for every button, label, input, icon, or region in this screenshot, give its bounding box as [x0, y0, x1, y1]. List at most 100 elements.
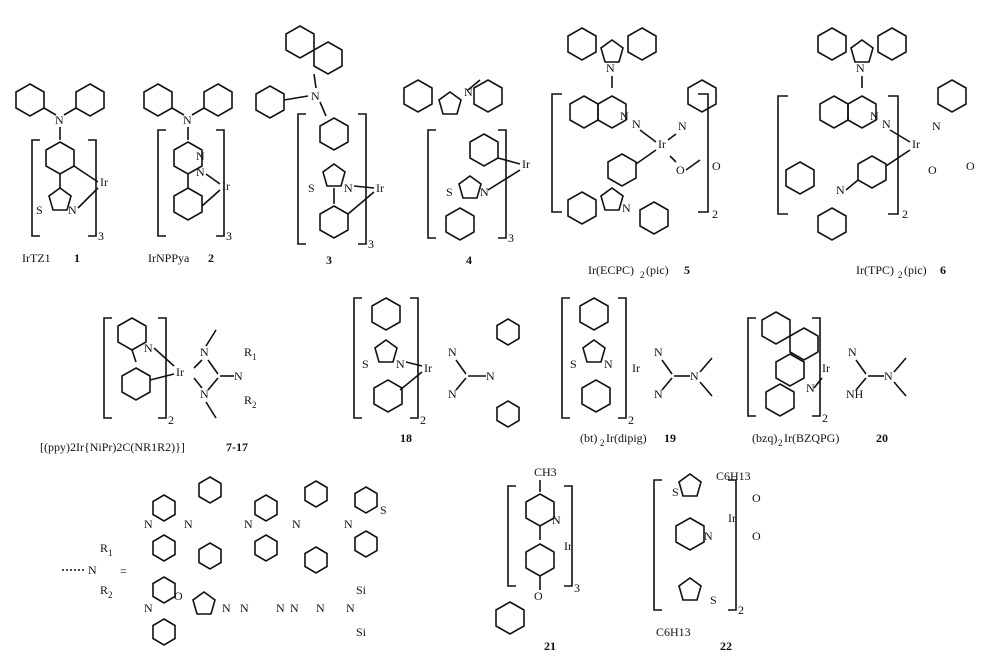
compound-3: N S N Ir 3 3	[255, 25, 384, 267]
svg-text:Ir(TPC): Ir(TPC)	[856, 263, 894, 277]
svg-text:Ir: Ir	[176, 365, 184, 379]
svg-text:=: =	[120, 564, 127, 578]
svg-text:N: N	[183, 113, 192, 127]
svg-text:2: 2	[600, 438, 605, 448]
svg-text:Ir: Ir	[564, 539, 572, 553]
svg-text:N: N	[620, 109, 629, 123]
atom-ir: Ir	[100, 175, 108, 189]
svg-text:N: N	[690, 369, 699, 383]
svg-text:N: N	[290, 601, 299, 615]
svg-text:3: 3	[226, 229, 232, 243]
svg-text:2: 2	[208, 251, 214, 265]
svg-text:N: N	[464, 85, 473, 99]
svg-text:S: S	[710, 593, 717, 607]
svg-text:N: N	[200, 345, 209, 359]
svg-text:N: N	[606, 61, 615, 75]
svg-text:Ir(ECPC): Ir(ECPC)	[588, 263, 634, 277]
svg-text:Ir: Ir	[912, 137, 920, 151]
svg-text:Ir: Ir	[376, 181, 384, 195]
compound-6: N N N Ir N N O O 2 Ir(TPC) 2 (pic) 6	[777, 27, 975, 280]
svg-text:N: N	[88, 563, 97, 577]
svg-text:(pic): (pic)	[904, 263, 927, 277]
svg-text:N: N	[316, 601, 325, 615]
svg-text:20: 20	[876, 431, 888, 445]
svg-text:N: N	[292, 517, 301, 531]
svg-text:Ir: Ir	[424, 361, 432, 375]
svg-text:N: N	[396, 357, 405, 371]
svg-text:2: 2	[640, 270, 645, 280]
svg-text:N: N	[884, 369, 893, 383]
svg-text:N: N	[480, 185, 489, 199]
svg-text:N: N	[882, 117, 891, 131]
svg-text:3: 3	[368, 237, 374, 251]
svg-text:N: N	[144, 601, 153, 615]
svg-text:N: N	[632, 117, 641, 131]
svg-text:Ir: Ir	[822, 361, 830, 375]
svg-text:Ir: Ir	[728, 511, 736, 525]
svg-text:N: N	[234, 369, 243, 383]
svg-text:1: 1	[252, 352, 257, 362]
svg-text:R: R	[100, 541, 108, 555]
compound-21: CH3 N Ir O 3 21	[495, 465, 580, 653]
svg-text:N: N	[200, 387, 209, 401]
svg-text:S: S	[570, 357, 577, 371]
svg-text:N: N	[244, 517, 253, 531]
svg-text:N: N	[222, 601, 231, 615]
svg-text:O: O	[966, 159, 975, 173]
svg-text:N: N	[344, 181, 353, 195]
compound-5: N N N Ir N O O N 2 Ir(ECPC) 2 (pic) 5	[551, 27, 721, 280]
svg-text:2: 2	[712, 207, 718, 221]
svg-text:21: 21	[544, 639, 556, 653]
svg-text:Si: Si	[356, 583, 367, 597]
compound-2: N N N Ir 3 IrNPPya 2	[143, 83, 233, 265]
svg-text:Ir(dipig): Ir(dipig)	[606, 431, 647, 445]
svg-text:N: N	[622, 201, 631, 215]
svg-text:NH: NH	[846, 387, 864, 401]
svg-text:CH3: CH3	[534, 465, 557, 479]
svg-text:3: 3	[98, 229, 104, 243]
svg-text:N: N	[486, 369, 495, 383]
svg-text:N: N	[848, 345, 857, 359]
svg-text:R: R	[244, 393, 252, 407]
svg-text:Ir(BZQPG): Ir(BZQPG)	[784, 431, 839, 445]
svg-text:Ir: Ir	[522, 157, 530, 171]
svg-text:N: N	[932, 119, 941, 133]
svg-text:2: 2	[420, 413, 426, 427]
svg-text:N: N	[144, 517, 153, 531]
svg-text:Ir: Ir	[632, 361, 640, 375]
compound-1: N S N Ir 3 IrTZ1 1	[15, 83, 108, 265]
compound-7-17: N Ir N N N R 1 R 2 2 [(ppy)2Ir{NiPr)2C(N…	[40, 317, 257, 454]
svg-text:R: R	[244, 345, 252, 359]
svg-text:2: 2	[628, 413, 634, 427]
compound-number: 1	[74, 251, 80, 265]
svg-text:Si: Si	[356, 625, 367, 639]
compound-19: S N Ir N N N 2 (bt) 2 Ir(dipig) 19	[561, 297, 713, 448]
svg-text:R: R	[100, 583, 108, 597]
svg-text:S: S	[672, 485, 679, 499]
svg-text:Ir: Ir	[658, 137, 666, 151]
svg-text:N: N	[552, 513, 561, 527]
svg-text:2: 2	[778, 438, 783, 448]
svg-text:S: S	[36, 203, 43, 217]
svg-text:N: N	[240, 601, 249, 615]
svg-text:N: N	[311, 89, 320, 103]
svg-text:O: O	[174, 589, 183, 603]
svg-text:S: S	[380, 503, 387, 517]
svg-text:N: N	[654, 387, 663, 401]
svg-text:19: 19	[664, 431, 676, 445]
compound-4: N Ir S N 3 4	[403, 79, 530, 267]
svg-text:(bzq): (bzq)	[752, 431, 777, 445]
svg-text:O: O	[752, 491, 761, 505]
svg-text:2: 2	[252, 400, 257, 410]
svg-text:S: S	[308, 181, 315, 195]
svg-text:18: 18	[400, 431, 412, 445]
svg-text:N: N	[344, 517, 353, 531]
svg-text:N: N	[870, 109, 879, 123]
svg-text:C6H13: C6H13	[716, 469, 751, 483]
compound-22: C6H13 S N Ir O O S C6H13 2 22	[653, 469, 761, 653]
svg-text:[(ppy)2Ir{NiPr)2C(NR1R2)}]: [(ppy)2Ir{NiPr)2C(NR1R2)}]	[40, 440, 185, 454]
svg-text:7-17: 7-17	[226, 440, 248, 454]
svg-text:2: 2	[168, 413, 174, 427]
svg-text:N: N	[346, 601, 355, 615]
